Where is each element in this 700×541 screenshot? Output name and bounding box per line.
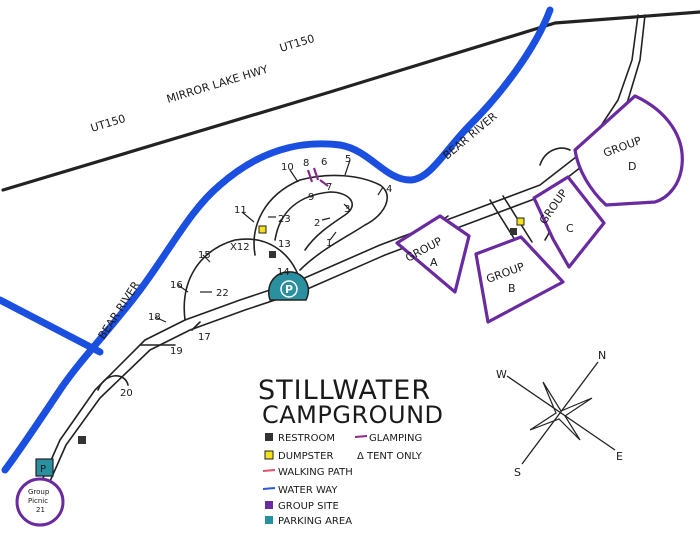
- site-5: 5: [345, 154, 351, 165]
- group-site-d[interactable]: [573, 94, 684, 207]
- bear-river-tributary: [0, 296, 104, 356]
- title-line1: STILLWATER: [258, 375, 431, 406]
- site-10: 10: [281, 162, 294, 173]
- title-line2: CAMPGROUND: [262, 401, 444, 429]
- parking-symbol-picnic: P: [40, 464, 46, 475]
- site-tick-18: [154, 316, 167, 323]
- compass-s: S: [514, 466, 521, 479]
- site-15: 15: [198, 250, 211, 261]
- legend-dumpster-swatch: [264, 450, 274, 460]
- site-tick-3: [343, 203, 351, 211]
- group-picnic-line2: Picnic: [28, 497, 48, 505]
- legend-parking-label: PARKING AREA: [278, 516, 352, 527]
- highway-label-1: UT150: [89, 112, 127, 135]
- compass-w: W: [496, 368, 507, 381]
- compass-axis-we: [506, 375, 616, 451]
- group-picnic-21[interactable]: [15, 477, 65, 527]
- site-19: 19: [170, 346, 183, 357]
- site-3: 3: [344, 204, 350, 215]
- group-d-line2: D: [628, 160, 636, 173]
- site-7: 7: [326, 182, 332, 193]
- group-a-line2: A: [430, 256, 438, 269]
- compass-rose: N W E S: [496, 349, 623, 479]
- dumpster-marker-2: [516, 217, 525, 226]
- parking-area-main[interactable]: [268, 271, 310, 301]
- site-14: 14: [277, 267, 290, 278]
- restroom-marker-2: [269, 251, 276, 258]
- site-2: 2: [314, 218, 320, 229]
- group-site-b[interactable]: [474, 235, 565, 324]
- site-tick-5: [344, 159, 351, 176]
- river-label-left: BEAR RIVER: [96, 279, 143, 342]
- bear-river: [1, 6, 554, 474]
- legend-walking-swatch: [262, 469, 276, 472]
- site-tick-4: [377, 186, 384, 196]
- glamping-mark-7: [319, 179, 329, 187]
- group-site-c[interactable]: [532, 175, 606, 269]
- site-20: 20: [120, 388, 133, 399]
- camp-loop-upper: [253, 174, 388, 271]
- legend-restroom-swatch: [265, 433, 273, 441]
- site-tick-15: [202, 254, 211, 263]
- group-picnic-line3: 21: [36, 506, 45, 514]
- legend-tent-label: TENT ONLY: [366, 451, 423, 462]
- restroom-marker-1: [78, 436, 86, 444]
- site-x12: X12: [230, 242, 250, 253]
- legend-groupsite-label: GROUP SITE: [278, 501, 339, 512]
- parking-symbol-main: P: [285, 283, 293, 296]
- parking-area-picnic[interactable]: [35, 458, 54, 477]
- site-6: 6: [321, 157, 327, 168]
- legend-waterway-swatch: [262, 487, 276, 490]
- legend-tent-icon: Δ: [357, 451, 364, 462]
- site-16: 16: [170, 280, 183, 291]
- site-tick-1: [329, 231, 337, 241]
- site-22: 22: [216, 288, 229, 299]
- highway-label-3: UT150: [278, 32, 316, 55]
- spur-group-d: [539, 147, 571, 166]
- camp-loop-inner: [274, 191, 353, 251]
- restroom-marker-3: [510, 228, 517, 235]
- river-label-upper: BEAR RIVER: [441, 110, 500, 163]
- compass-e: E: [616, 450, 623, 463]
- legend-restroom-label: RESTROOM: [278, 433, 335, 444]
- legend-glamping-label: GLAMPING: [369, 433, 422, 444]
- parking-loop-road: [183, 238, 301, 321]
- glamping-mark-8: [306, 169, 314, 183]
- legend-parking-swatch: [265, 516, 273, 524]
- site-20-loop: [97, 375, 129, 391]
- site-9: 9: [308, 192, 314, 203]
- highway-label-2: MIRROR LAKE HWY: [165, 63, 270, 106]
- highway-ut150: [1, 10, 700, 192]
- group-picnic-line1: Group: [28, 488, 50, 496]
- site-17-spur: [191, 321, 201, 331]
- legend-dumpster-label: DUMPSTER: [278, 451, 333, 462]
- site-11: 11: [234, 205, 247, 216]
- dumpster-marker-1: [258, 225, 267, 234]
- site-tick-10: [289, 169, 299, 183]
- group-c-line2: C: [566, 222, 574, 235]
- group-b-line2: B: [508, 282, 516, 295]
- site-tick-16: [177, 284, 189, 293]
- site-tick-11: [241, 211, 255, 223]
- legend-glamping-swatch: [354, 435, 368, 438]
- site-13: 13: [278, 239, 291, 250]
- compass-star-icon: [529, 381, 593, 441]
- site-18: 18: [148, 312, 161, 323]
- site-8: 8: [303, 158, 309, 169]
- legend: RESTROOM DUMPSTER WALKING PATH WATER WAY…: [262, 433, 423, 527]
- group-site-a[interactable]: [395, 214, 471, 294]
- legend-waterway-label: WATER WAY: [278, 485, 338, 496]
- site-17: 17: [198, 332, 211, 343]
- site-tick-2: [321, 217, 331, 221]
- compass-n: N: [598, 349, 606, 362]
- glamping-mark-6: [312, 167, 320, 181]
- parking-symbol-ring: [280, 280, 298, 298]
- site-23: 23: [278, 214, 291, 225]
- legend-groupsite-swatch: [265, 501, 273, 509]
- site-1: 1: [326, 238, 332, 249]
- legend-walking-label: WALKING PATH: [278, 467, 353, 478]
- site-4: 4: [386, 184, 392, 195]
